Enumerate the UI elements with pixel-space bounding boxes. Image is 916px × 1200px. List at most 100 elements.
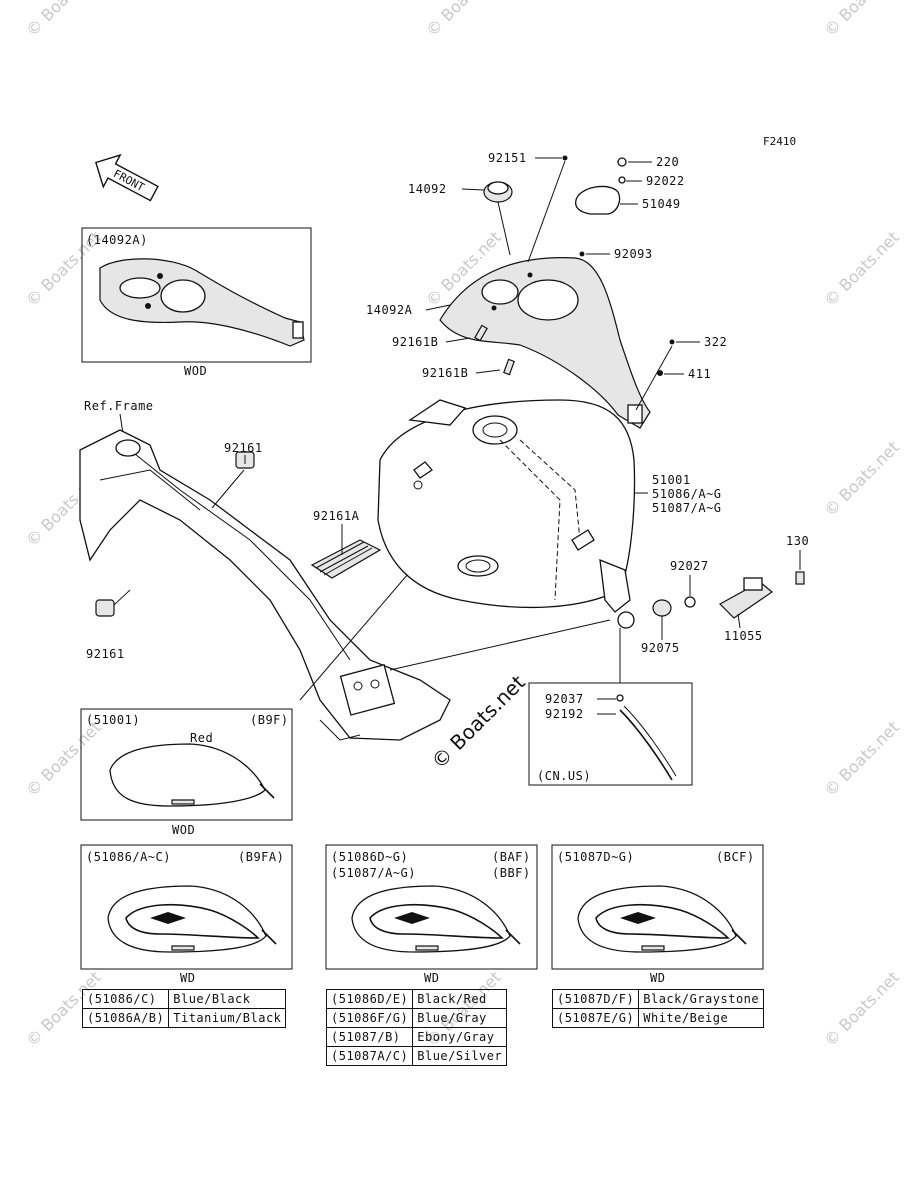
watermark: © Boats.net [820,0,902,40]
inset-c-title: (51087D~G) [557,850,634,864]
inset-51001-caption: WOD [172,823,195,837]
callout-322: 322 [704,335,727,349]
inset-cnus-label: (CN.US) [537,769,591,783]
callout-11055: 11055 [724,629,763,643]
table-row: (51087/B) Ebony/Gray [325,1027,508,1047]
inset-b-code1: (BAF) [492,850,531,864]
callout-92093: 92093 [614,247,653,261]
callout-51001: 51001 [652,473,691,487]
callout-92161B-2: 92161B [422,366,468,380]
bushing-92161-bottom [95,599,115,617]
inset-a-box [80,844,293,970]
tank-b-drawing [351,885,521,953]
table-row: (51086F/G) Blue/Gray [325,1008,508,1028]
table-cell-part: (51086F/G) [325,1008,414,1028]
table-cell-color: Black/Red [412,989,508,1009]
screw-130 [795,571,805,585]
callout-92151: 92151 [488,151,527,165]
callout-92027: 92027 [670,559,709,573]
watermark: © Boats.net [820,718,902,800]
table-row: (51087D/F) Black/Graystone [551,989,765,1009]
inset-c-code: (BCF) [716,850,755,864]
table-row: (51086A/B) Titanium/Black [81,1008,287,1028]
table-row: (51086D/E) Black/Red [325,989,508,1009]
inset-c-caption: WD [650,971,665,985]
tank-cover-drawing [99,258,305,347]
tank-cover-14092A [439,257,651,429]
callout-51087: 51087/A~G [652,501,722,515]
washer-92022 [618,176,626,184]
inset-b-code2: (BBF) [492,866,531,880]
callout-92022: 92022 [646,174,685,188]
fuel-cock-11055 [719,577,773,619]
damper-92161B-a [474,324,488,342]
oring-92027 [684,596,696,608]
clamp-92037 [616,694,624,702]
callout-14092A: 14092A [366,303,413,317]
watermark: © Boats.net [820,968,902,1050]
callout-92161B-1: 92161B [392,335,438,349]
inset-a-title: (51086/A~C) [86,850,171,864]
callout-92161A: 92161A [313,509,360,523]
tank-51001-drawing [109,743,275,807]
inset-b-title1: (51086D~G) [331,850,408,864]
watermark: © Boats.net [22,0,104,40]
callout-51049: 51049 [642,197,681,211]
color-table-a: (51086/C) Blue/Black (51086A/B) Titanium… [81,989,287,1028]
nut-411 [657,370,663,376]
table-cell-color: Blue/Gray [412,1008,508,1028]
callout-92161-bottom: 92161 [86,647,125,661]
inset-51001-color-label: Red [190,731,213,745]
callout-92037: 92037 [545,692,584,706]
bolt-322 [669,339,675,345]
tank-c-drawing [577,885,747,953]
breather-hose-92192 [619,709,673,781]
screw-220 [617,157,627,167]
fuel-tank-drawing [377,399,636,629]
inset-cover-box [81,227,312,363]
grommet-92093 [579,251,585,257]
table-cell-color: Blue/Silver [412,1046,508,1066]
table-cell-color: Blue/Black [168,989,287,1009]
damper-92161A [310,539,382,579]
callout-130: 130 [786,534,809,548]
emblem-51049 [574,185,621,215]
table-cell-color: Black/Graystone [638,989,765,1009]
watermark: © Boats.net [22,718,104,800]
table-cell-color: Ebony/Gray [412,1027,508,1047]
bushing-92161-top [235,451,255,469]
callout-14092: 14092 [408,182,447,196]
table-row: (51087A/C) Blue/Silver [325,1046,508,1066]
table-cell-part: (51086D/E) [325,989,414,1009]
fuel-cap-14092 [483,181,513,203]
screw-92151 [562,155,568,161]
table-cell-part: (51087/B) [325,1027,414,1047]
front-arrow-icon: FRONT [94,153,159,202]
inset-a-code: (B9FA) [238,850,284,864]
table-cell-part: (51087A/C) [325,1046,414,1066]
inset-b-caption: WD [424,971,439,985]
frame-drawing [79,429,611,741]
inset-cover-title: (14092A) [86,233,148,247]
inset-b-title2: (51087/A~G) [331,866,416,880]
table-cell-part: (51087D/F) [551,989,640,1009]
table-row: (51086/C) Blue/Black [81,989,287,1009]
color-table-c: (51087D/F) Black/Graystone (51087E/G) Wh… [551,989,765,1028]
table-cell-part: (51086/C) [81,989,170,1009]
table-cell-part: (51086A/B) [81,1008,170,1028]
table-row: (51087E/G) White/Beige [551,1008,765,1028]
inset-a-caption: WD [180,971,195,985]
inset-51001-title: (51001) [86,713,140,727]
callout-92192: 92192 [545,707,584,721]
tank-a-drawing [107,885,277,953]
callout-92075: 92075 [641,641,680,655]
table-cell-color: Titanium/Black [168,1008,287,1028]
callout-51086: 51086/A~G [652,487,722,501]
grommet-92075 [652,599,672,617]
damper-92161B-b [503,358,515,376]
figure-code: F2410 [763,135,796,148]
color-table-b: (51086D/E) Black/Red (51086F/G) Blue/Gra… [325,989,508,1066]
inset-c-box [551,844,764,970]
inset-cnus-box [528,682,693,786]
